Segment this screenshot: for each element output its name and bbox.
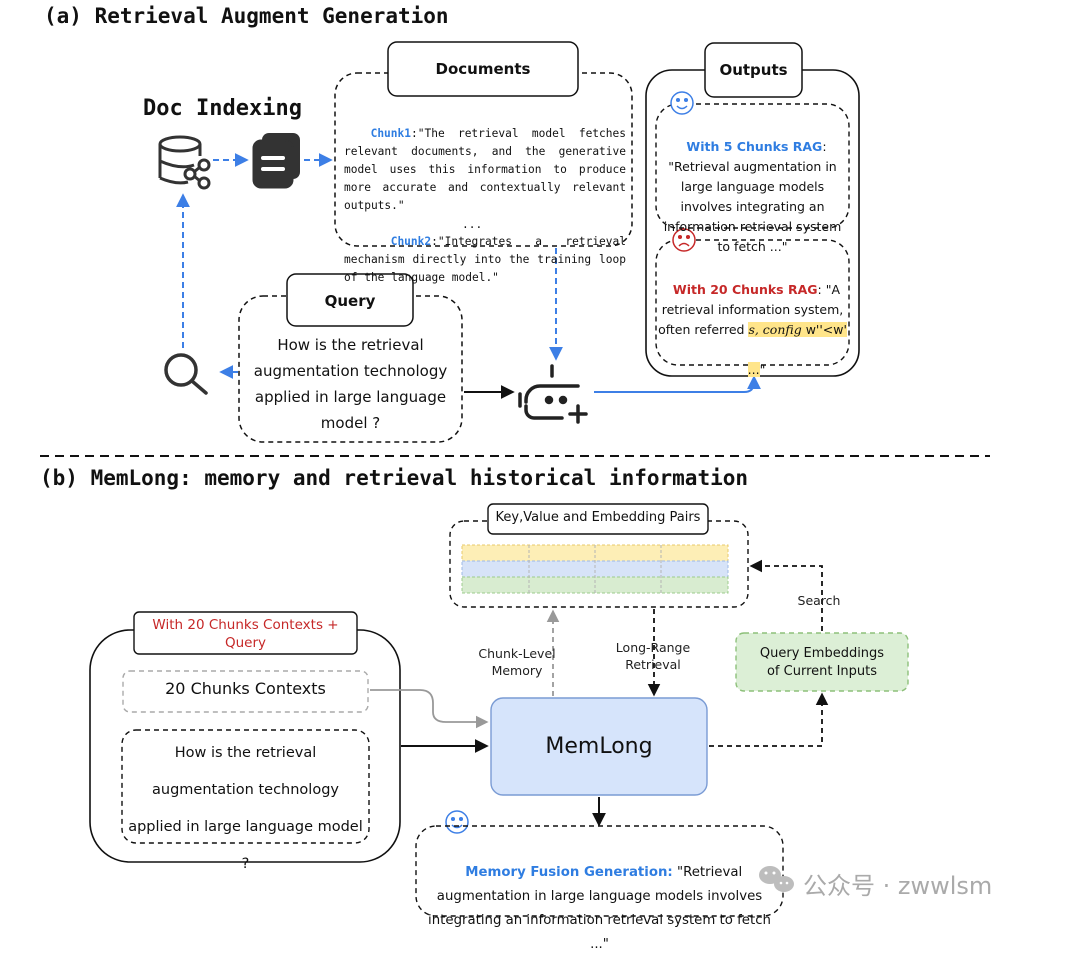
search-icon	[164, 353, 208, 395]
arrow-robot-to-outputs	[594, 375, 761, 393]
query-emb-text: Query Embeddings of Current Inputs	[759, 646, 889, 679]
query-emb-box	[735, 632, 909, 692]
output-good-box	[655, 103, 850, 229]
chunk-memory-label: Chunk-Level Memory	[478, 646, 560, 678]
fusion-label: Memory Fusion Generation:	[465, 865, 673, 880]
smile-icon	[670, 91, 694, 115]
section-b-title: (b) MemLong: memory and retrieval histor…	[40, 466, 749, 490]
documents-title: Documents	[435, 60, 531, 78]
documents-title-box	[387, 41, 579, 97]
database-share-icon	[158, 135, 211, 190]
output-bad-body: : "A retrieval information system, often…	[658, 282, 848, 337]
frown-icon	[672, 228, 696, 252]
outputs-title-box	[704, 42, 803, 98]
fusion-text: Memory Fusion Generation: "Retrieval aug…	[420, 837, 779, 957]
wechat-icon	[759, 866, 794, 892]
output-bad-garbled-math: s, config	[748, 322, 802, 337]
kv-title: Key,Value and Embedding Pairs	[495, 510, 701, 525]
query-title: Query	[324, 292, 376, 310]
input-query-box	[121, 729, 370, 844]
outputs-title: Outputs	[719, 61, 788, 79]
contexts-label: 20 Chunks Contexts	[165, 679, 326, 698]
documents-stack-icon	[252, 133, 300, 189]
arrow-memlong-to-emb	[709, 692, 829, 747]
arrow-emb-to-kv	[749, 559, 823, 631]
query-box	[238, 295, 463, 443]
smile-icon	[445, 810, 469, 834]
arrow-contexts-to-memlong	[370, 689, 489, 729]
output-bad-quote: "	[759, 362, 766, 377]
memlong-label: MemLong	[545, 734, 653, 759]
chunk1-label: Chunk1	[370, 127, 411, 140]
watermark: 公众号 · zwwlsm	[803, 872, 993, 900]
diagram-canvas	[40, 41, 990, 917]
output-bad-end: ...	[747, 362, 760, 377]
query-title-box	[286, 273, 414, 327]
output-good-label: With 5 Chunks RAG	[686, 139, 823, 154]
output-bad-garbled-tail: w''<w'	[801, 322, 847, 337]
kv-title-box	[487, 503, 709, 535]
output-bad-text: With 20 Chunks RAG: "A retrieval informa…	[658, 260, 847, 380]
robot-add-icon	[518, 364, 588, 424]
input-title-box	[133, 611, 358, 655]
query-text: How is the retrieval augmentation techno…	[253, 336, 452, 432]
output-good-body: : "Retrieval augmentation in large langu…	[663, 139, 846, 254]
memlong-box	[490, 697, 708, 796]
contexts-box	[122, 670, 369, 713]
kv-table	[461, 544, 729, 594]
input-query-text: How is the retrieval augmentation techno…	[128, 745, 368, 872]
doc-indexing-label: Doc Indexing	[143, 96, 302, 121]
output-bad-label: With 20 Chunks RAG	[672, 282, 818, 297]
search-label: Search	[797, 593, 841, 608]
long-range-label: Long-Range Retrieval	[615, 640, 695, 672]
output-good-text: With 5 Chunks RAG: "Retrieval augmentati…	[660, 117, 845, 257]
chunk1-text: :"The retrieval model fetches relevant d…	[344, 127, 633, 212]
input-title: With 20 Chunks Contexts + Query	[152, 617, 343, 651]
chunk2-text: :"Integrates a retrieval mechanism direc…	[344, 235, 633, 284]
documents-ellipsis: ...	[462, 218, 483, 231]
chunk2-label: Chunk2	[390, 235, 432, 248]
section-a-title: (a) Retrieval Augment Generation	[44, 4, 449, 28]
documents-content: Chunk1:"The retrieval model fetches rele…	[344, 107, 626, 287]
